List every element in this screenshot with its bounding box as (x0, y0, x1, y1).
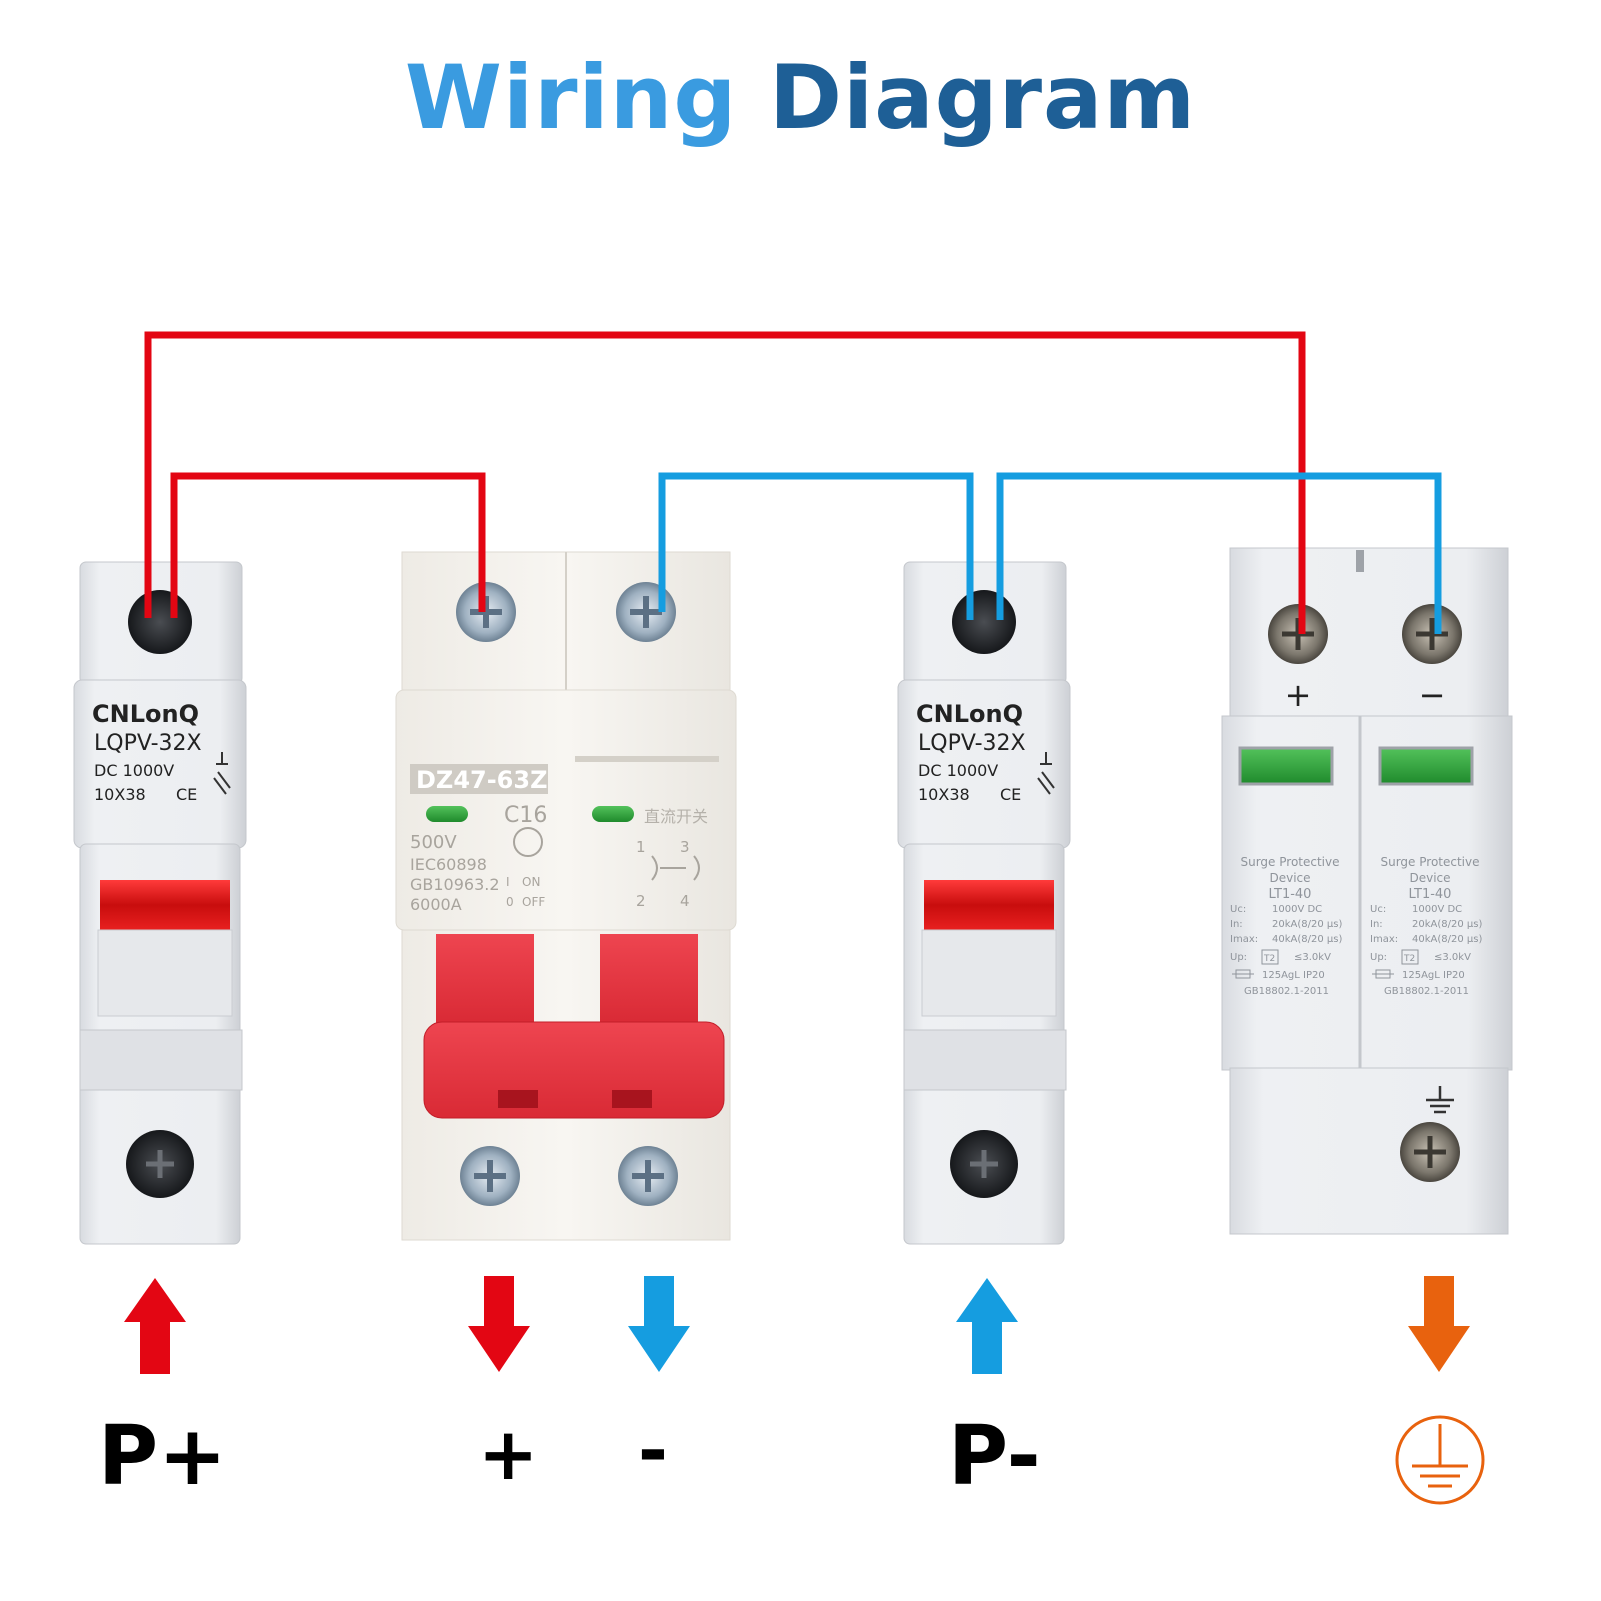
spd-right-imax-value: 40kA(8/20 μs) (1412, 934, 1482, 945)
fuse-holder-left: CNLonQ LQPV-32X DC 1000V 10X38 CE (73, 561, 247, 1245)
title-part-1: Wiring (404, 46, 738, 149)
arrow-up-p-minus-icon (956, 1278, 1018, 1374)
breaker-off-symbol: 0 (506, 895, 514, 909)
certification-icon (513, 827, 543, 857)
screw-icon (952, 590, 1016, 654)
spd-right-in-value: 20kA(8/20 μs) (1412, 919, 1482, 930)
breaker-chinese-label: 直流开关 (644, 807, 708, 826)
spd-left-model: LT1-40 (1269, 887, 1312, 902)
fuse-right-brand: CNLonQ (916, 700, 1023, 728)
switch-symbol-icon (651, 855, 700, 881)
surge-protector: + − Surge Protective Device LT1-40 Uc: 1… (1221, 547, 1513, 1235)
spd-window-right (1378, 746, 1474, 786)
spd-right-in-label: In: (1370, 919, 1383, 930)
breaker-pole-1: 1 (636, 838, 646, 856)
fuse-right-mark: CE (1000, 785, 1021, 804)
spd-left-uc-label: Uc: (1230, 904, 1246, 915)
fuse-right-size: 10X38 (918, 785, 970, 804)
label-p-plus: P+ (98, 1409, 227, 1504)
fuse-window-right (924, 880, 1054, 930)
spd-left-up-class: T2 (1263, 954, 1275, 964)
spd-right-up-class: T2 (1403, 954, 1415, 964)
wire-negative-to-breaker (658, 472, 974, 620)
spd-right-title-1: Surge Protective (1380, 855, 1479, 869)
breaker-off-label: OFF (522, 895, 545, 909)
breaker-standard-2: GB10963.2 (410, 875, 500, 894)
spd-right-standard: GB18802.1-2011 (1384, 986, 1469, 997)
arrow-up-p-plus-icon (124, 1278, 186, 1374)
spd-left-up-value: ≤3.0kV (1294, 952, 1331, 963)
spd-minus: − (1419, 676, 1446, 714)
ground-symbol-icon (1395, 1415, 1485, 1505)
wire-negative-to-spd (996, 472, 1442, 634)
spd-left-in-label: In: (1230, 919, 1243, 930)
label-p-minus: P- (948, 1409, 1041, 1504)
spd-left-in-value: 20kA(8/20 μs) (1272, 919, 1342, 930)
label-minus: - (638, 1408, 668, 1492)
breaker-indicator-left (426, 806, 468, 822)
spd-right-imax-label: Imax: (1370, 934, 1398, 945)
spd-right-uc-label: Uc: (1370, 904, 1386, 915)
spd-left-fuse-info: 125AgL IP20 (1262, 970, 1325, 981)
breaker-curve: C16 (504, 803, 547, 828)
spd-left-title-2: Device (1269, 871, 1310, 885)
arrow-down-minus-icon (628, 1276, 690, 1372)
wire-positive-outer (144, 331, 1306, 634)
fuse-holder-right: CNLonQ LQPV-32X DC 1000V 10X38 CE (897, 561, 1071, 1245)
arrow-down-plus-icon (468, 1276, 530, 1372)
breaker-pole-2: 2 (636, 892, 646, 910)
fuse-symbol-icon (1037, 752, 1055, 795)
spd-right-title-2: Device (1409, 871, 1450, 885)
spd-ground-icon (1426, 1086, 1454, 1114)
breaker-standard-1: IEC60898 (410, 855, 487, 874)
spd-right-model: LT1-40 (1409, 887, 1452, 902)
circuit-breaker: DZ47-63Z C16 500V IEC60898 GB10963.2 600… (395, 551, 737, 1241)
spd-left-imax-label: Imax: (1230, 934, 1258, 945)
breaker-on-symbol: I (506, 875, 510, 889)
spd-plus: + (1285, 676, 1312, 714)
breaker-handle[interactable] (423, 1021, 725, 1119)
spd-left-uc-value: 1000V DC (1272, 904, 1322, 915)
fuse-left-rating: DC 1000V (94, 761, 174, 780)
fuse-right-model: LQPV-32X (918, 731, 1026, 756)
label-plus: + (478, 1412, 539, 1496)
arrow-down-ground-icon (1408, 1276, 1470, 1372)
spd-left-title-1: Surge Protective (1240, 855, 1339, 869)
fuse-symbol-icon (213, 752, 231, 795)
breaker-voltage: 500V (410, 832, 457, 853)
fuse-left-brand: CNLonQ (92, 700, 199, 728)
spd-right-fuse-info: 125AgL IP20 (1402, 970, 1465, 981)
wire-positive-inner (170, 472, 486, 618)
breaker-capacity: 6000A (410, 895, 462, 914)
spd-left-standard: GB18802.1-2011 (1244, 986, 1329, 997)
breaker-on-label: ON (522, 875, 540, 889)
title-part-2: Diagram (769, 46, 1197, 149)
wires (144, 331, 1442, 634)
spd-left-up-label: Up: (1230, 952, 1247, 963)
spd-right-up-label: Up: (1370, 952, 1387, 963)
breaker-model: DZ47-63Z (416, 766, 547, 794)
spd-window-left (1238, 746, 1334, 786)
fuse-left-mark: CE (176, 785, 197, 804)
fuse-left-model: LQPV-32X (94, 731, 202, 756)
breaker-indicator-right (592, 806, 634, 822)
fuse-left-size: 10X38 (94, 785, 146, 804)
spd-left-imax-value: 40kA(8/20 μs) (1272, 934, 1342, 945)
screw-icon (128, 590, 192, 654)
fuse-right-rating: DC 1000V (918, 761, 998, 780)
spd-right-up-value: ≤3.0kV (1434, 952, 1471, 963)
spd-right-uc-value: 1000V DC (1412, 904, 1462, 915)
breaker-pole-4: 4 (680, 892, 690, 910)
fuse-window-left (100, 880, 230, 930)
page-title: Wiring Diagram (0, 46, 1601, 149)
breaker-pole-3: 3 (680, 838, 690, 856)
